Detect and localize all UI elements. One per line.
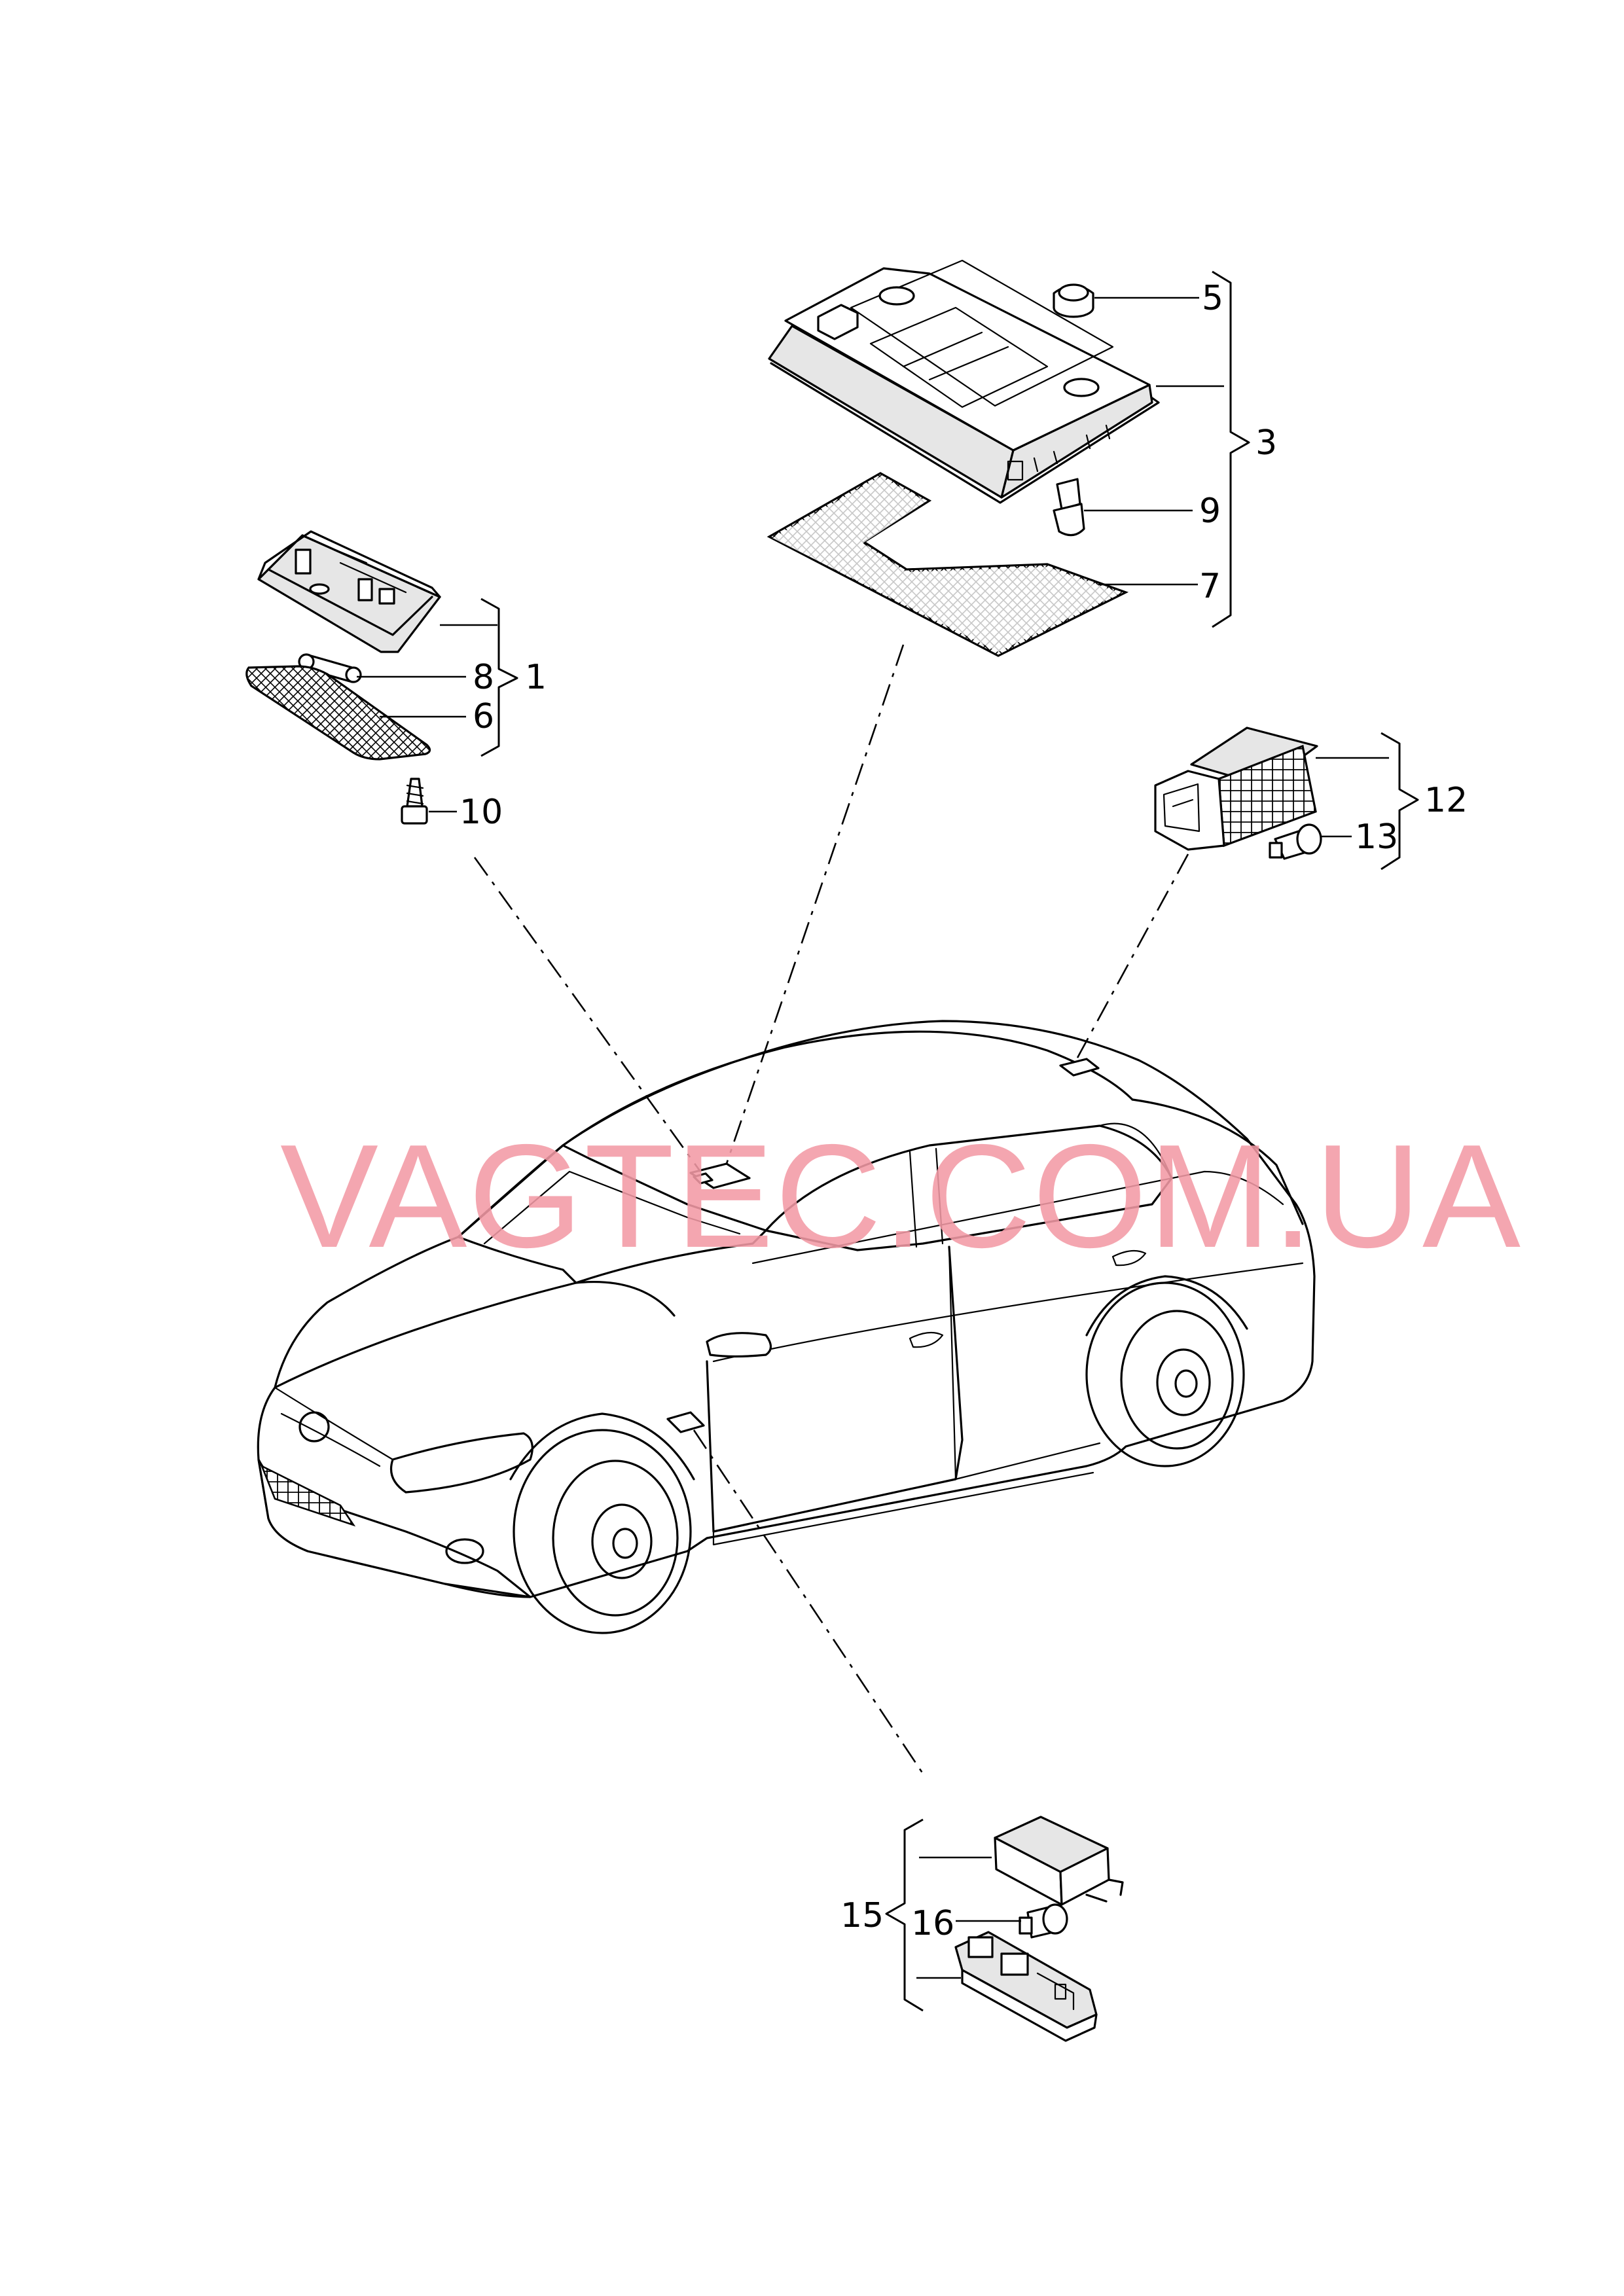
brace-1 <box>480 598 518 757</box>
roof-console-group: 5 3 9 7 <box>767 259 1277 657</box>
callout-10: 10 <box>460 793 503 832</box>
footwell-light-top <box>994 1816 1124 1906</box>
front-light-lens-6 <box>245 665 431 761</box>
pad-7 <box>767 472 1129 657</box>
location-line-door-light <box>693 1429 924 1774</box>
clip-5 <box>1053 283 1094 318</box>
car-body-outline <box>257 1020 1316 1598</box>
callout-15: 15 <box>840 1896 884 1935</box>
callout-16: 16 <box>911 1904 954 1943</box>
car-headlight <box>389 1432 533 1494</box>
brace-12 <box>1380 732 1419 870</box>
callout-12: 12 <box>1424 781 1468 820</box>
car-c-pillar <box>1098 1122 1173 1179</box>
car-front-wheel <box>509 1412 695 1634</box>
callout-7: 7 <box>1199 567 1221 606</box>
car-door-handle-front <box>909 1331 944 1348</box>
footwell-light-housing <box>954 1931 1098 2042</box>
bulb-9 <box>1053 478 1085 537</box>
marker-door-light <box>666 1411 705 1433</box>
location-line-rear-light <box>1075 853 1189 1060</box>
car-beltline <box>751 1170 1284 1265</box>
car-badge <box>298 1411 330 1443</box>
footwell-bulb-16 <box>1019 1903 1068 1939</box>
car-illustration <box>257 1020 1316 1634</box>
car-rear-wheel <box>1085 1275 1248 1467</box>
car-door-line <box>706 1246 964 1533</box>
screw-10 <box>401 778 428 825</box>
car-side-crease <box>712 1262 1304 1363</box>
callout-9: 9 <box>1199 492 1221 531</box>
callout-5: 5 <box>1202 279 1223 318</box>
callout-1: 1 <box>525 658 547 697</box>
brace-3 <box>1212 270 1250 628</box>
callout-6: 6 <box>473 697 494 736</box>
footwell-light-group: 15 16 <box>840 1816 1124 2042</box>
front-interior-light-group: 8 6 1 10 <box>245 530 547 832</box>
marker-rear-light <box>1059 1058 1100 1077</box>
rear-light-housing <box>1154 726 1318 851</box>
car-windshield <box>457 1144 767 1284</box>
callout-3: 3 <box>1255 423 1277 463</box>
location-line-roof-console <box>725 644 905 1164</box>
car-lower-grille <box>260 1464 356 1527</box>
front-light-housing <box>257 530 441 653</box>
car-door-handle-rear <box>1111 1249 1147 1266</box>
car-hood-line <box>274 1280 676 1389</box>
car-fog-light <box>445 1538 484 1564</box>
watermark-text: VAGTEC.COM.UA <box>280 1113 1522 1278</box>
car-windshield-inner <box>483 1170 741 1245</box>
car-rear-door-line <box>948 1246 1101 1480</box>
car-upper-grille <box>274 1386 394 1467</box>
rear-light-bulb-13 <box>1269 823 1322 860</box>
callout-13: 13 <box>1355 817 1398 857</box>
marker-front-light <box>693 1172 713 1185</box>
callout-8: 8 <box>473 658 494 697</box>
car-mirror <box>706 1332 772 1358</box>
rear-light-group: 12 13 <box>1154 726 1468 870</box>
roof-console-unit <box>768 259 1160 504</box>
car-side-windows <box>765 1124 1173 1251</box>
car-b-pillar <box>909 1147 944 1248</box>
brace-15 <box>885 1818 924 2012</box>
car-trunk-line <box>1131 1098 1304 1225</box>
front-light-bulb-8 <box>298 653 362 683</box>
car-sill <box>712 1471 1094 1546</box>
